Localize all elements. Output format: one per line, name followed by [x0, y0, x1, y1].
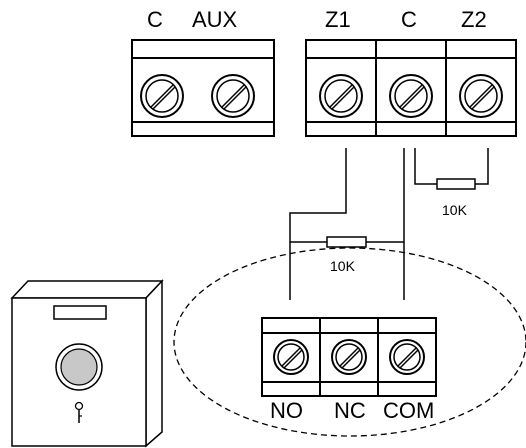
- exit-button-box: [10, 279, 164, 448]
- wire-c-to-resistor: [414, 148, 437, 185]
- wiring: [289, 148, 489, 300]
- slot-icon: [53, 305, 107, 320]
- terminal-label-com: COM: [383, 398, 434, 423]
- screw-icon: [331, 339, 367, 375]
- resistor-lower-label: 10K: [330, 258, 356, 274]
- wire-z1: [289, 148, 347, 300]
- screw-icon: [389, 339, 425, 375]
- terminal-block-z1-c-z2: Z1 C Z2: [305, 7, 517, 137]
- terminal-label-c: C: [147, 7, 163, 32]
- callout-ellipse: [173, 247, 526, 437]
- screw-icon: [140, 74, 184, 118]
- terminal-label-no: NO: [270, 398, 303, 423]
- resistor-upper: 10K: [436, 178, 476, 218]
- screw-icon: [211, 74, 255, 118]
- terminal-label-aux: AUX: [192, 7, 238, 32]
- box-top-face: [10, 280, 164, 299]
- key-icon: [74, 401, 84, 423]
- terminal-label-c: C: [401, 7, 417, 32]
- screw-icon: [459, 74, 503, 118]
- box-side-face: [145, 279, 163, 448]
- terminal-block-c-aux: C AUX: [131, 7, 275, 137]
- screw-icon: [389, 74, 433, 118]
- terminal-label-z1: Z1: [325, 7, 351, 32]
- resistor-lower: 10K: [326, 236, 367, 274]
- terminal-label-nc: NC: [334, 398, 366, 423]
- terminal-label-z2: Z2: [461, 7, 487, 32]
- resistor-upper-label: 10K: [442, 202, 468, 218]
- terminal-block-no-nc-com: NO NC COM: [261, 317, 437, 423]
- screw-icon: [319, 74, 363, 118]
- push-button-icon: [55, 343, 103, 391]
- screw-icon: [273, 339, 309, 375]
- wire-resistor-to-z2: [475, 148, 489, 185]
